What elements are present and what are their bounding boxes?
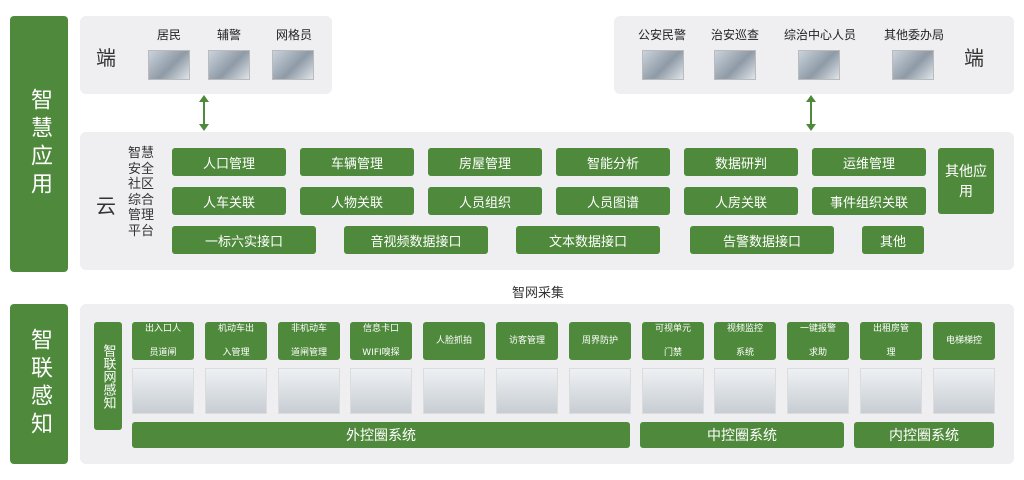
sensing-item-line: 出入口人 bbox=[144, 324, 181, 334]
cloud-panel: 云 智慧安全社区综合管理平台 人口管理 车辆管理 房屋管理 智能分析 数据研判 … bbox=[80, 132, 1014, 270]
sensing-item-line: 信息卡口 bbox=[362, 324, 399, 334]
sensing-device-image bbox=[132, 368, 194, 414]
role-label: 综治中心人员 bbox=[783, 28, 856, 42]
sensing-device-image bbox=[642, 368, 704, 414]
collect-caption: 智网采集 bbox=[511, 286, 564, 301]
sensing-label: 智联网感知 bbox=[94, 322, 122, 430]
module-event-org: 事件组织关联 bbox=[812, 187, 926, 215]
role-photo bbox=[798, 50, 840, 80]
platform-title: 智慧安全社区综合管理平台 bbox=[128, 146, 155, 239]
sensing-device-image bbox=[496, 368, 558, 414]
sensing-item-line: 人脸抓拍 bbox=[435, 336, 472, 346]
role-label: 其他委办局 bbox=[883, 28, 944, 42]
sensing-item-label: 机动车出入管理 bbox=[205, 322, 267, 360]
module-person-house: 人房关联 bbox=[684, 187, 798, 215]
sensing-item-label: 信息卡口 WIFI嗅探 bbox=[350, 322, 412, 360]
role-photo bbox=[642, 50, 684, 80]
left-connector-arrow bbox=[199, 95, 209, 131]
sensing-item-label: 出租房管理 bbox=[860, 322, 922, 360]
module-person-graph: 人员图谱 bbox=[556, 187, 670, 215]
sensing-device-image bbox=[787, 368, 849, 414]
right-connector-arrow bbox=[806, 95, 816, 131]
sensing-item-line: 访客管理 bbox=[508, 336, 545, 346]
role-photo bbox=[148, 50, 190, 80]
sensing-device-image bbox=[423, 368, 485, 414]
interface-one-six: 一标六实接口 bbox=[172, 226, 316, 254]
role-photo bbox=[892, 50, 934, 80]
left-end-label: 端 bbox=[96, 46, 116, 70]
sensing-item-label: 人脸抓拍 bbox=[423, 322, 485, 360]
interface-av: 音视频数据接口 bbox=[344, 226, 488, 254]
section-smart-application: 智慧应用 bbox=[10, 16, 68, 272]
sensing-item-label: 视频监控系统 bbox=[714, 322, 776, 360]
sensing-item-line: 出租房管 bbox=[872, 324, 909, 334]
module-person-org: 人员组织 bbox=[428, 187, 542, 215]
sensing-item-line: 非机动车 bbox=[290, 324, 327, 334]
sensing-item-line: 周界防护 bbox=[581, 336, 618, 346]
module-population: 人口管理 bbox=[172, 148, 286, 176]
role-label: 公安民警 bbox=[637, 28, 686, 42]
sensing-item-line: 理 bbox=[886, 348, 896, 358]
section-smart-sensing: 智联感知 bbox=[10, 304, 68, 464]
sensing-item-label: 周界防护 bbox=[569, 322, 631, 360]
ring-inner: 内控圈系统 bbox=[854, 422, 994, 448]
sensing-device-image bbox=[569, 368, 631, 414]
ring-middle: 中控圈系统 bbox=[640, 422, 844, 448]
sensing-item-line: 员道闸 bbox=[149, 348, 177, 358]
ring-outer: 外控圈系统 bbox=[132, 422, 630, 448]
module-judgement: 数据研判 bbox=[684, 148, 798, 176]
sensing-item-label: 一键报警求助 bbox=[787, 322, 849, 360]
role-label: 治安巡查 bbox=[710, 28, 759, 42]
sensing-item-line: 门禁 bbox=[663, 348, 682, 358]
sensing-item-label: 出入口人员道闸 bbox=[132, 322, 194, 360]
sensing-device-image bbox=[860, 368, 922, 414]
sensing-item-line: 一键报警 bbox=[799, 324, 836, 334]
left-end-panel: 端 居民 辅警 网格员 bbox=[80, 16, 332, 94]
module-housing: 房屋管理 bbox=[428, 148, 542, 176]
sensing-item-label: 非机动车道闸管理 bbox=[278, 322, 340, 360]
role-label: 辅警 bbox=[216, 28, 241, 42]
module-other-apps: 其他应用 bbox=[938, 148, 994, 214]
sensing-item-line: 系统 bbox=[735, 348, 754, 358]
sensing-item-line: 视频监控 bbox=[726, 324, 763, 334]
sensing-item-label: 可视单元门禁 bbox=[642, 322, 704, 360]
sensing-device-image bbox=[278, 368, 340, 414]
sensing-item-label: 访客管理 bbox=[496, 322, 558, 360]
role-label: 居民 bbox=[156, 28, 181, 42]
sensing-item-line: 电梯梯控 bbox=[945, 336, 982, 346]
module-person-object: 人物关联 bbox=[300, 187, 414, 215]
module-vehicle: 车辆管理 bbox=[300, 148, 414, 176]
cloud-label: 云 bbox=[96, 194, 116, 218]
sensing-item-line: 求助 bbox=[808, 348, 827, 358]
role-label: 网格员 bbox=[275, 28, 312, 42]
role-photo bbox=[714, 50, 756, 80]
sensing-device-image bbox=[350, 368, 412, 414]
module-ops: 运维管理 bbox=[812, 148, 926, 176]
right-end-label: 端 bbox=[964, 46, 984, 70]
module-analysis: 智能分析 bbox=[556, 148, 670, 176]
right-end-panel: 公安民警 治安巡查 综治中心人员 其他委办局 端 bbox=[614, 16, 1014, 94]
role-photo bbox=[208, 50, 250, 80]
sensing-label-text: 智联网感知 bbox=[100, 343, 116, 409]
interface-alarm: 告警数据接口 bbox=[690, 226, 834, 254]
sensing-item-line: WIFI嗅探 bbox=[362, 348, 400, 358]
sensing-device-image bbox=[933, 368, 995, 414]
section-smart-application-label: 智慧应用 bbox=[27, 88, 52, 200]
role-photo bbox=[272, 50, 314, 80]
sensing-device-image bbox=[714, 368, 776, 414]
sensing-item-line: 机动车出 bbox=[217, 324, 254, 334]
sensing-item-line: 道闸管理 bbox=[290, 348, 327, 358]
sensing-item-line: 入管理 bbox=[222, 348, 250, 358]
sensing-item-line: 可视单元 bbox=[654, 324, 691, 334]
interface-other: 其他 bbox=[862, 226, 924, 254]
interface-text: 文本数据接口 bbox=[516, 226, 660, 254]
section-smart-sensing-label: 智联感知 bbox=[27, 328, 52, 440]
sensing-device-image bbox=[205, 368, 267, 414]
module-person-vehicle: 人车关联 bbox=[172, 187, 286, 215]
sensing-item-label: 电梯梯控 bbox=[933, 322, 995, 360]
